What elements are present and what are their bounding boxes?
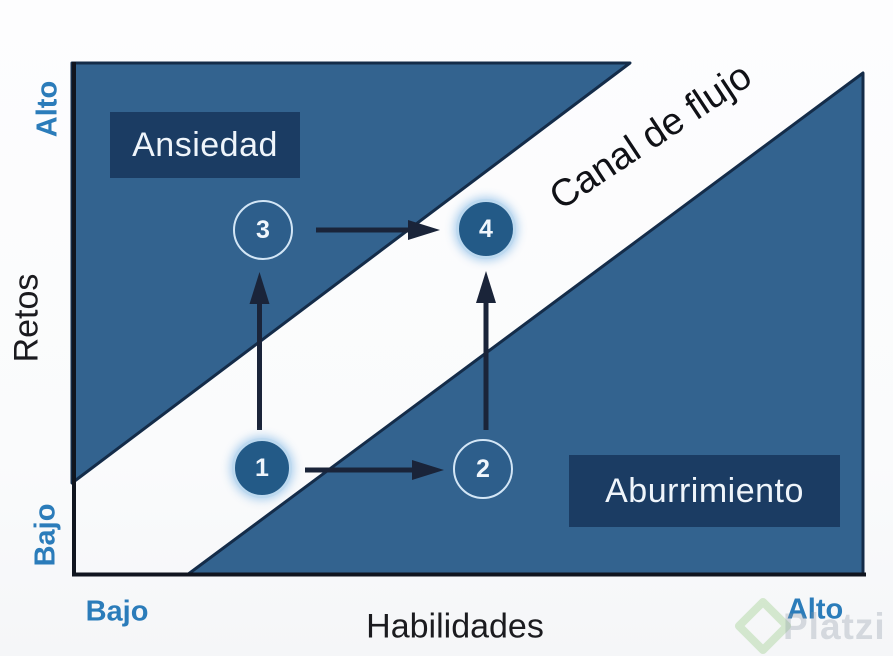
arrow-3-to-4 xyxy=(316,220,440,240)
step-3-number: 3 xyxy=(256,215,270,244)
arrow-1-to-2 xyxy=(305,460,444,480)
step-4-number: 4 xyxy=(479,214,493,243)
arrow-1-to-3 xyxy=(249,272,270,430)
boredom-label: Aburrimiento xyxy=(605,471,804,510)
anxiety-label-box: Ansiedad xyxy=(110,112,300,178)
x-axis-tick-alto: Alto xyxy=(786,593,844,626)
y-axis-tick-bajo: Bajo xyxy=(29,503,62,567)
step-circle-2: 2 xyxy=(453,439,513,499)
step-circle-3: 3 xyxy=(233,200,293,260)
arrow-2-to-4 xyxy=(476,271,496,430)
step-1-number: 1 xyxy=(255,453,269,482)
platzi-watermark-text: Platzi xyxy=(783,606,886,647)
anxiety-label: Ansiedad xyxy=(132,125,278,164)
x-axis-tick-bajo: Bajo xyxy=(85,595,149,628)
y-axis-title: Retos xyxy=(7,273,46,363)
boredom-label-box: Aburrimiento xyxy=(569,455,840,527)
x-axis-title: Habilidades xyxy=(366,607,544,646)
step-circle-4: 4 xyxy=(456,199,516,259)
step-circle-1: 1 xyxy=(232,438,292,498)
step-2-number: 2 xyxy=(476,454,490,483)
y-axis-tick-alto: Alto xyxy=(31,80,64,138)
